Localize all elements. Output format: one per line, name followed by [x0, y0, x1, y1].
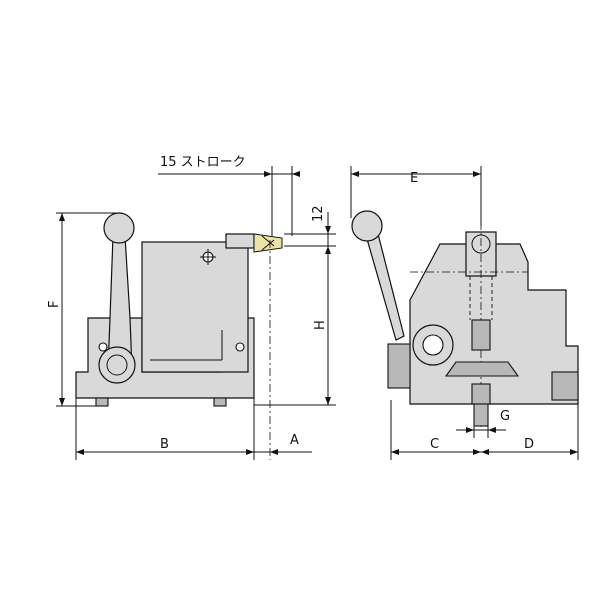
front-view: [75, 212, 283, 460]
side-g-stud: [473, 403, 489, 427]
side-handle-lever: [364, 225, 405, 341]
dimensions: 15 ストローク 12 F H B A: [47, 155, 579, 460]
dim-a-label: A: [290, 433, 299, 448]
side-adjust-nut: [444, 361, 520, 377]
stroke-label: 15 ストローク: [160, 155, 246, 170]
side-bore-inner: [422, 334, 444, 356]
side-lever-mount: [387, 343, 411, 389]
dim-d-label: D: [524, 437, 534, 452]
side-view: [351, 210, 579, 430]
dim-h-label: H: [313, 320, 328, 330]
dim-f-label: F: [47, 301, 62, 308]
side-main-body: [409, 243, 579, 405]
front-foot-left: [95, 397, 109, 407]
side-adjust-screw: [471, 319, 491, 351]
plunger-tip-holder: [225, 233, 255, 249]
side-plunger-head: [465, 231, 497, 277]
side-handle-knob: [351, 210, 383, 242]
side-bottom-stud: [471, 383, 491, 405]
dim-e-label: E: [410, 171, 418, 186]
dim-c-label: C: [430, 437, 439, 452]
dim-12-label: 12: [311, 205, 326, 222]
dim-b-label: B: [160, 437, 169, 452]
front-handle-knob: [103, 212, 135, 244]
plunger-tip: [253, 233, 283, 253]
front-bolt-right: [235, 342, 245, 352]
side-foot-right: [551, 371, 579, 401]
front-foot-right: [213, 397, 227, 407]
dim-g-label: G: [500, 409, 510, 424]
plunger-block: [141, 241, 249, 373]
front-bolt-left: [98, 342, 108, 352]
front-pivot-hub: [98, 346, 136, 384]
